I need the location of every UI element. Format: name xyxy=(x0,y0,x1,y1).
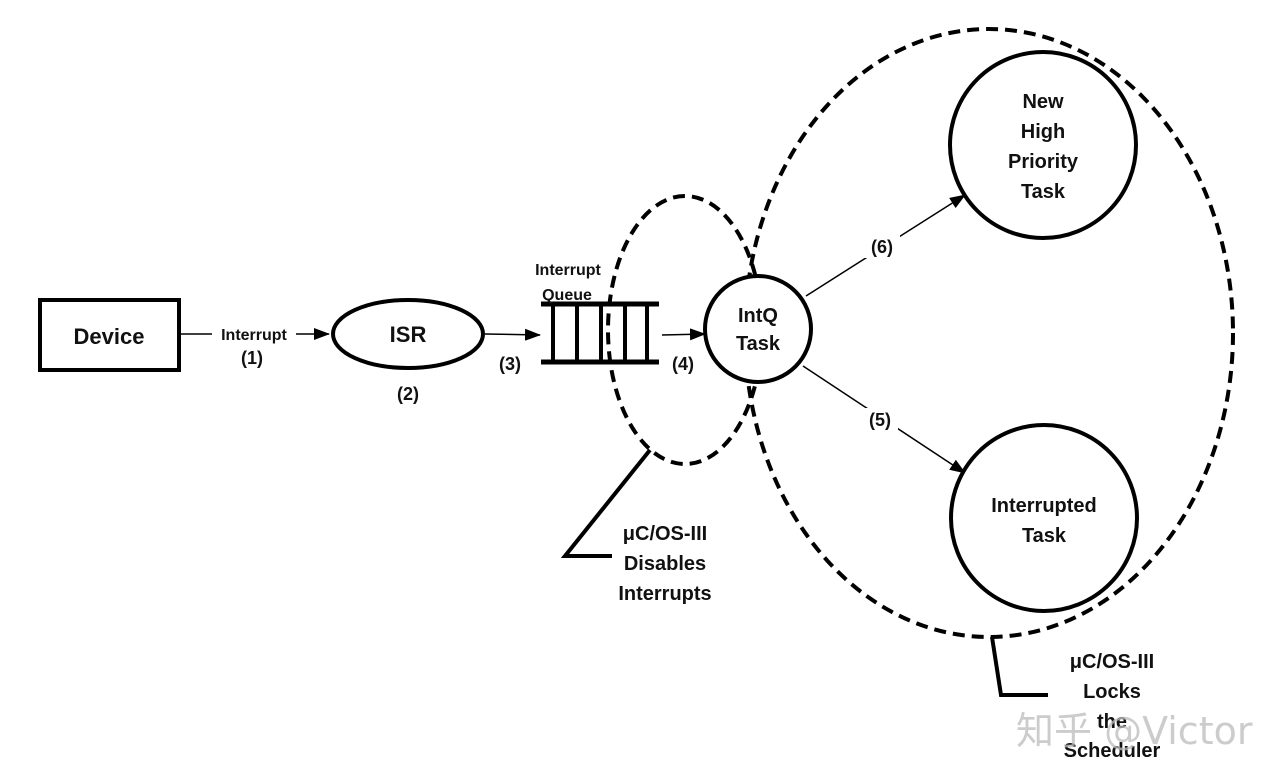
isr-label: ISR xyxy=(390,322,427,347)
interrupted-task-line-2: Task xyxy=(1022,525,1067,547)
step-5-label: (5) xyxy=(869,410,891,430)
interrupt-label: Interrupt xyxy=(221,327,287,344)
step-3-label: (3) xyxy=(499,354,521,374)
queue-to-intq-arrow xyxy=(661,328,706,341)
step-4-label: (4) xyxy=(672,354,694,374)
step-2-label: (2) xyxy=(397,384,419,404)
disables-note-line-2: Disables xyxy=(624,553,706,575)
watermark: 知乎 @Victor xyxy=(1016,709,1253,753)
disables-callout-line xyxy=(560,448,652,558)
new-task-line-3: Priority xyxy=(1008,151,1079,173)
new-high-priority-task-node xyxy=(948,50,1138,240)
new-task-line-4: Task xyxy=(1021,181,1066,203)
disables-note-line-3: Interrupts xyxy=(618,583,711,605)
intq-task-node xyxy=(703,274,813,384)
interrupted-task-node xyxy=(949,423,1139,613)
locks-note-line-3: the xyxy=(1097,711,1127,733)
interrupt-queue xyxy=(541,301,659,365)
step-1-label: (1) xyxy=(241,348,263,368)
locks-note-line-1: μC/OS-III xyxy=(1070,651,1154,673)
isr-to-queue-arrow xyxy=(484,328,541,341)
queue-label-line1: Interrupt xyxy=(535,262,601,279)
intq-label-line1: IntQ xyxy=(738,305,778,327)
disables-note-line-1: μC/OS-III xyxy=(623,523,707,545)
isr-node xyxy=(331,298,485,370)
locks-note-line-2: Locks xyxy=(1083,681,1141,703)
device-box xyxy=(38,298,181,372)
device-label: Device xyxy=(74,324,145,349)
new-task-line-1: New xyxy=(1022,91,1064,113)
intq-label-line2: Task xyxy=(736,333,781,355)
interrupted-task-line-1: Interrupted xyxy=(991,495,1097,517)
locks-note-line-4: Scheduler xyxy=(1064,740,1161,762)
new-task-line-2: High xyxy=(1021,121,1065,143)
step-6-label: (6) xyxy=(871,237,893,257)
queue-label-line2: Queue xyxy=(542,287,592,304)
locks-callout-line xyxy=(990,636,1048,697)
